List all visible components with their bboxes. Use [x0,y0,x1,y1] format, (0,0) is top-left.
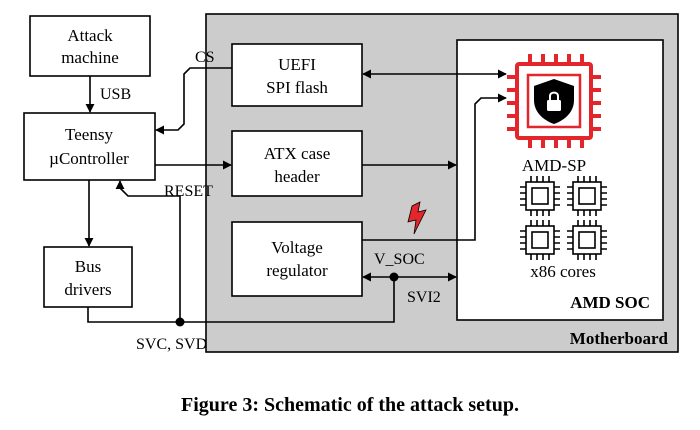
cs-label: CS [195,49,215,66]
x86-core-chip-icon-3 [520,220,560,260]
atx-header-label-1: ATX case [264,144,331,163]
attack-machine-box [29,15,151,77]
usb-label: USB [100,86,131,103]
attack-machine-label-1: Attack [67,26,113,45]
x86-cores-label: x86 cores [530,262,596,281]
reset-label: RESET [164,183,213,200]
x86-core-chip-icon-1 [520,176,560,216]
glitch-bolt-icon [407,201,427,235]
figure-caption: Figure 3: Schematic of the attack setup. [181,394,519,416]
v-soc-line [362,93,507,241]
motherboard-label: Motherboard [570,329,669,348]
shield-lock-icon [534,79,574,124]
svc-svd-arrow-teensy [115,180,181,322]
atx-header-label-2: header [274,167,320,186]
svi2-label: SVI2 [407,289,441,306]
svc-svd-junction-1 [175,317,185,327]
teensy-label-1: Teensy [65,125,113,144]
svc-svd-line [87,277,395,323]
v-soc-label: V_SOC [374,251,425,268]
uefi-flash-box [231,43,363,107]
svc-svd-label: SVC, SVD [136,336,207,353]
attack-machine-label-2: machine [61,48,119,67]
atx-header-box [231,130,363,197]
cs-arrow [155,67,232,135]
amd-sp-chip-icon [507,54,601,148]
uefi-flash-label-2: SPI flash [266,78,328,97]
x86-core-chip-icon-2 [567,176,607,216]
teensy-box [23,112,156,181]
x86-core-chip-icon-4 [567,220,607,260]
uefi-flash-label-1: UEFI [278,55,316,74]
voltage-regulator-box [231,221,363,297]
bus-drivers-label-2: drivers [64,280,111,299]
bus-drivers-label-1: Bus [75,257,101,276]
teensy-label-2: µController [49,149,129,168]
voltage-regulator-label-1: Voltage [271,238,323,257]
amd-sp-label: AMD-SP [522,156,586,175]
voltage-regulator-label-2: regulator [266,261,328,280]
amd-soc-label: AMD SOC [570,293,650,312]
